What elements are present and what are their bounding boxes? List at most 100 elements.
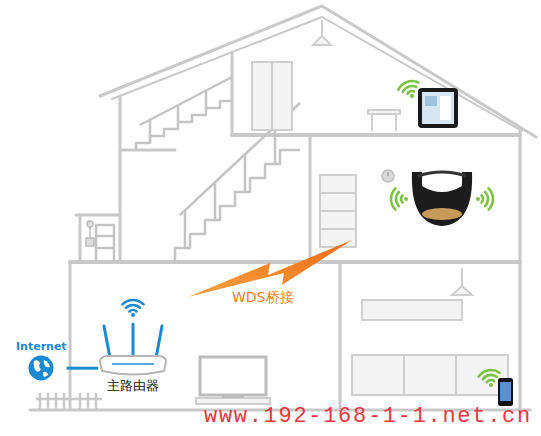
staircase-part — [274, 126, 277, 164]
house-walls-part — [309, 135, 312, 262]
furniture-part — [403, 355, 405, 395]
house-walls-part — [76, 214, 120, 217]
router-icon — [98, 298, 168, 378]
furniture-part — [371, 114, 373, 131]
clock-part — [382, 170, 394, 182]
router-antenna — [104, 326, 110, 358]
plant — [86, 221, 94, 246]
staircase-part — [149, 120, 152, 143]
bridge-device — [412, 172, 472, 226]
router-stripe — [112, 363, 154, 365]
furniture-part — [368, 110, 400, 114]
furniture-part — [271, 62, 273, 130]
fence-part — [95, 393, 98, 410]
house-walls-part — [119, 96, 122, 262]
router-body — [100, 356, 166, 375]
staircase-part — [96, 225, 114, 262]
plant-part — [87, 221, 93, 227]
network-cable — [67, 367, 98, 370]
house-walls-part — [70, 260, 520, 264]
house-walls-part — [79, 215, 82, 262]
tablet-device-part — [422, 92, 454, 124]
television-part — [200, 357, 266, 395]
wifi-signal — [391, 188, 408, 209]
wifi-wave — [122, 300, 143, 304]
staircase-part — [205, 91, 208, 108]
staircase-part — [184, 210, 187, 248]
plant-part — [86, 238, 94, 246]
watermark: www.192-168-1-1.net.cn — [204, 404, 532, 429]
furniture-part — [320, 175, 356, 247]
wifi-wave — [126, 305, 140, 308]
fence-part — [63, 393, 66, 410]
router-box: 主路由器 — [98, 298, 168, 394]
house-walls-part — [339, 262, 342, 410]
furniture-part — [313, 36, 331, 45]
clock-part — [388, 172, 389, 176]
globe-land — [43, 372, 48, 377]
bridge-device-part — [412, 172, 472, 226]
staircase-part — [177, 105, 180, 122]
furniture-part — [452, 286, 472, 295]
clock — [382, 170, 394, 182]
staircase-part — [244, 154, 247, 192]
house-walls — [30, 6, 536, 410]
furniture-part — [252, 62, 292, 130]
globe-icon — [28, 355, 54, 381]
globe-land — [44, 360, 50, 367]
furniture-part — [362, 300, 462, 320]
furniture-part — [461, 268, 463, 286]
bridge-label: WDS桥接 — [232, 289, 294, 305]
wifi-signal — [478, 368, 502, 388]
staircase-part — [140, 77, 232, 125]
bridge-device-part — [422, 208, 462, 220]
fence-part — [79, 393, 82, 410]
tablet-device-part — [425, 96, 437, 106]
globe-land — [34, 361, 41, 372]
house-walls-part — [231, 52, 234, 135]
staircase-part — [175, 150, 300, 262]
phone-device-part — [498, 378, 513, 406]
house-walls-part — [120, 149, 175, 152]
house-walls-part — [100, 6, 536, 137]
furniture-part — [320, 192, 356, 194]
fence-part — [39, 393, 42, 410]
phone-device — [498, 378, 513, 406]
furniture-part — [455, 355, 457, 395]
tablet-device-part — [418, 88, 458, 128]
wds-bolt — [188, 240, 352, 297]
furniture-part — [320, 210, 356, 212]
television-part — [222, 395, 244, 398]
fence-part — [55, 393, 58, 410]
furniture-part — [395, 114, 397, 131]
globe-body — [29, 356, 54, 381]
tablet-device — [418, 88, 458, 128]
router-antenna — [156, 326, 162, 358]
furniture-part — [352, 355, 508, 395]
fence-part — [87, 393, 90, 410]
tablet-device-part — [440, 96, 451, 120]
fence-part — [36, 398, 102, 401]
furniture-part — [320, 228, 356, 230]
phone-device-part — [500, 382, 511, 401]
house-walls-part — [112, 17, 522, 131]
house-walls-part — [69, 262, 72, 410]
wifi-signal — [476, 188, 493, 209]
wifi-signal — [397, 78, 423, 101]
node-label: 主路由器 — [98, 378, 168, 394]
furniture-part — [321, 20, 323, 36]
wifi-wave — [129, 310, 136, 311]
furniture — [196, 20, 508, 404]
router-antenna — [132, 324, 135, 356]
television — [200, 357, 266, 398]
fence — [36, 393, 102, 410]
staircase-part — [214, 182, 217, 220]
furniture-part — [196, 398, 270, 404]
internet-globe: Internet — [16, 340, 67, 381]
staircase-part — [96, 235, 114, 238]
staircase-part — [96, 247, 114, 250]
house-walls-part — [519, 130, 522, 410]
